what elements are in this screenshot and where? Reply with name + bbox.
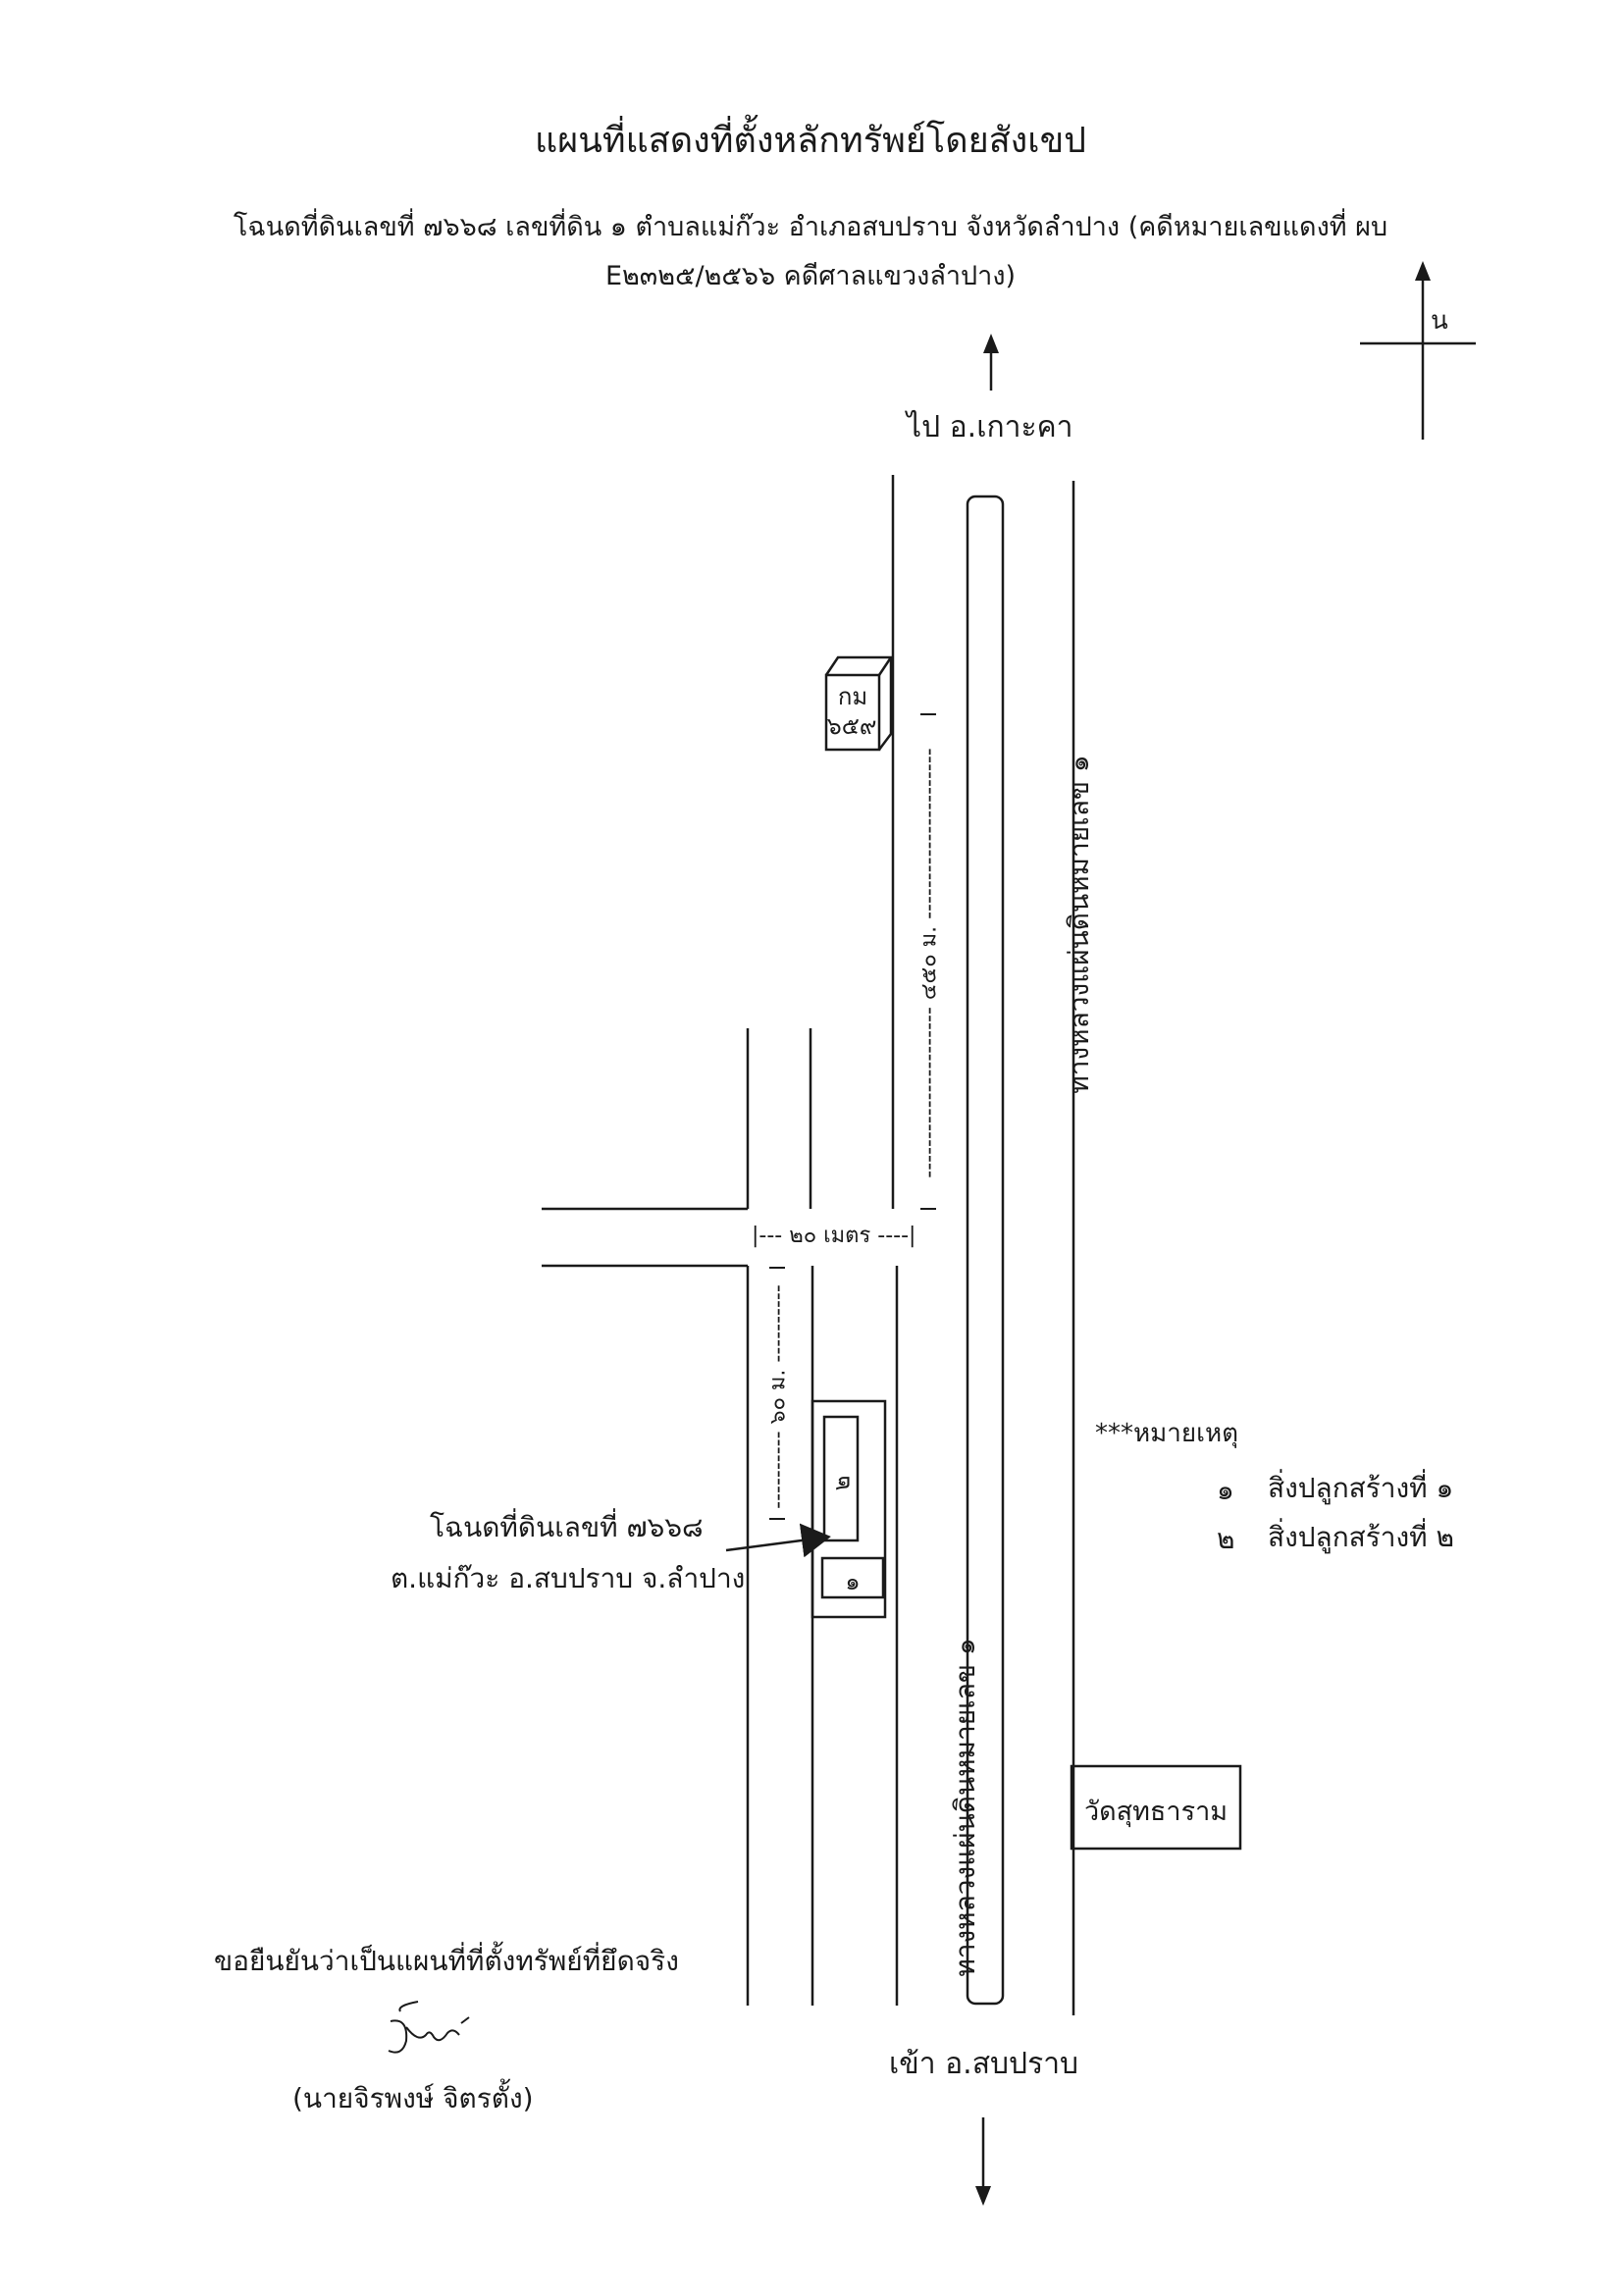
- signature: [388, 2001, 470, 2054]
- km-marker-box: [824, 673, 881, 752]
- building-2-box: [822, 1415, 860, 1542]
- distance-60m: ---------- ๖๐ ม. ----------: [765, 1284, 791, 1509]
- subtitle-line-1: โฉนดที่ดินเลขที่ ๗๖๖๘ เลขที่ดิน ๑ ตำบลแม…: [233, 212, 1388, 242]
- temple-box: [1070, 1764, 1242, 1851]
- km-marker-top: [824, 655, 894, 676]
- arrow-up-head: [983, 334, 999, 353]
- north-arrowhead: [1415, 261, 1431, 281]
- building-1-box: [820, 1556, 885, 1599]
- page-title: แผนที่แสดงที่ตั้งหลักทรัพย์โดยสังเขป: [534, 121, 1087, 161]
- building-1-label: ๑: [845, 1568, 861, 1595]
- km-marker-line-2: ๖๕๙: [826, 712, 877, 740]
- certification-text: ขอยืนยันว่าเป็นแผนที่ที่ตั้งทรัพย์ที่ยึด…: [214, 1945, 679, 1977]
- note-1-number: ๑: [1217, 1474, 1234, 1506]
- north-label: น: [1431, 306, 1448, 336]
- subtitle-line-2: E๒๓๒๕/๒๕๖๖ คดีศาลแขวงลำปาง): [604, 261, 1017, 291]
- direction-to-ko-kha: ไป อ.เกาะคา: [907, 410, 1073, 444]
- signer-name: (นายจิรพงษ์ จิตรตั้ง): [292, 2082, 534, 2114]
- distance-450m: ---------------------- ๔๕๐ ม. ----------…: [916, 748, 942, 1178]
- highway-label-upper: ทางหลวงแผ่นดินหมายเลข ๑: [1063, 755, 1095, 1094]
- parcel-label-line-1: โฉนดที่ดินเลขที่ ๗๖๖๘: [430, 1511, 704, 1543]
- arrow-down-head: [975, 2186, 991, 2206]
- parcel-boundary: [810, 1399, 887, 1619]
- building-2-label: ๒: [827, 1475, 856, 1491]
- km-marker-line-1: กม: [837, 683, 868, 710]
- parcel-pointer: [725, 1523, 831, 1558]
- direction-to-sop-prap: เข้า อ.สบปราบ: [889, 2047, 1079, 2081]
- highway-label-lower: ทางหลวงแผ่นดินหมายเลข ๑: [949, 1638, 981, 1977]
- note-2-text: สิ่งปลูกสร้างที่ ๒: [1268, 1521, 1454, 1553]
- parcel-label-line-2: ต.แม่ก๊วะ อ.สบปราบ จ.ลำปาง: [391, 1562, 746, 1594]
- note-title: ***หมายเหตุ: [1095, 1419, 1239, 1448]
- km-marker-side: [878, 657, 893, 751]
- note-2-number: ๒: [1217, 1523, 1235, 1555]
- note-1-text: สิ่งปลูกสร้างที่ ๑: [1268, 1472, 1454, 1504]
- distance-20m: |--- ๒๐ เมตร ----|: [752, 1224, 916, 1248]
- temple-label: วัดสุทธาราม: [1083, 1797, 1229, 1827]
- median-strip: [966, 495, 1005, 2006]
